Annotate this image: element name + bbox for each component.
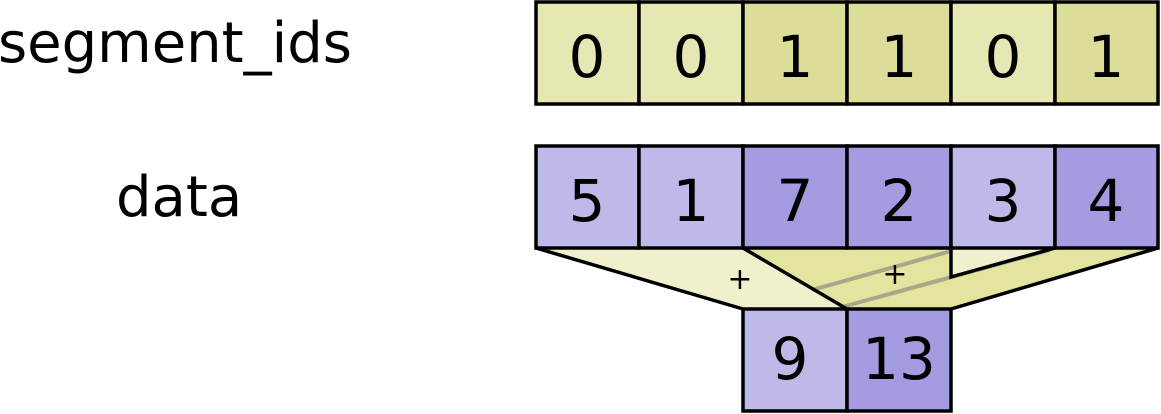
segment-id-cell: 0	[534, 0, 641, 106]
result-cell: 9	[741, 307, 849, 413]
segment-id-cell: 1	[741, 0, 849, 106]
result-cell: 13	[845, 307, 953, 413]
data-cell: 3	[949, 144, 1057, 250]
segment-ids-label: segment_ids	[0, 11, 352, 76]
segment-id-box	[637, 0, 745, 106]
data-box	[949, 144, 1057, 250]
plus-operator: +	[727, 262, 752, 297]
data-value: 7	[777, 167, 814, 235]
segment-id-cell: 1	[845, 0, 953, 106]
segment-id-box	[534, 0, 641, 106]
segment-id-box	[1053, 0, 1160, 106]
segment0-funnel-outline	[742, 246, 848, 311]
segment-id-value: 0	[985, 23, 1022, 91]
data-box	[741, 144, 849, 250]
result-value: 9	[772, 325, 809, 393]
data-value: 1	[673, 167, 710, 235]
result-box	[741, 307, 849, 413]
data-cell: 1	[637, 144, 745, 250]
plus-operator: +	[882, 257, 907, 292]
data-cell: 7	[741, 144, 849, 250]
data-cell: 2	[845, 144, 953, 250]
data-value: 5	[569, 167, 606, 235]
data-box	[637, 144, 745, 250]
segment0-funnel-outline	[535, 246, 744, 311]
segment-id-value: 1	[777, 23, 814, 91]
data-value: 4	[1088, 167, 1125, 235]
data-label: data	[116, 165, 242, 230]
segment-id-cell: 0	[949, 0, 1057, 106]
data-value: 2	[881, 167, 918, 235]
segment-id-box	[741, 0, 849, 106]
result-row: 9 13	[741, 307, 953, 413]
segment-id-value: 1	[881, 23, 918, 91]
result-value: 13	[862, 325, 936, 393]
data-cell: 5	[534, 144, 641, 250]
segment-ids-row: 0 0 1 1 0 1	[534, 0, 1160, 106]
segment-id-cell: 0	[637, 0, 745, 106]
segment0-funnel	[536, 248, 847, 309]
segment-id-value: 1	[1088, 23, 1125, 91]
crossing-guide-line	[811, 249, 952, 292]
segment1-funnel-outline	[950, 246, 1159, 311]
data-box	[534, 144, 641, 250]
data-box	[1053, 144, 1160, 250]
data-row: 5 1 7 2 3 4	[534, 144, 1160, 250]
segment-id-cell: 1	[1053, 0, 1160, 106]
reduction-funnels: + +	[535, 246, 1159, 311]
segment-id-box	[949, 0, 1057, 106]
data-value: 3	[985, 167, 1022, 235]
result-box	[845, 307, 953, 413]
data-cell: 4	[1053, 144, 1160, 250]
segment-id-value: 0	[673, 23, 710, 91]
segment-id-value: 0	[569, 23, 606, 91]
segment0-funnel-outline	[949, 246, 1056, 280]
